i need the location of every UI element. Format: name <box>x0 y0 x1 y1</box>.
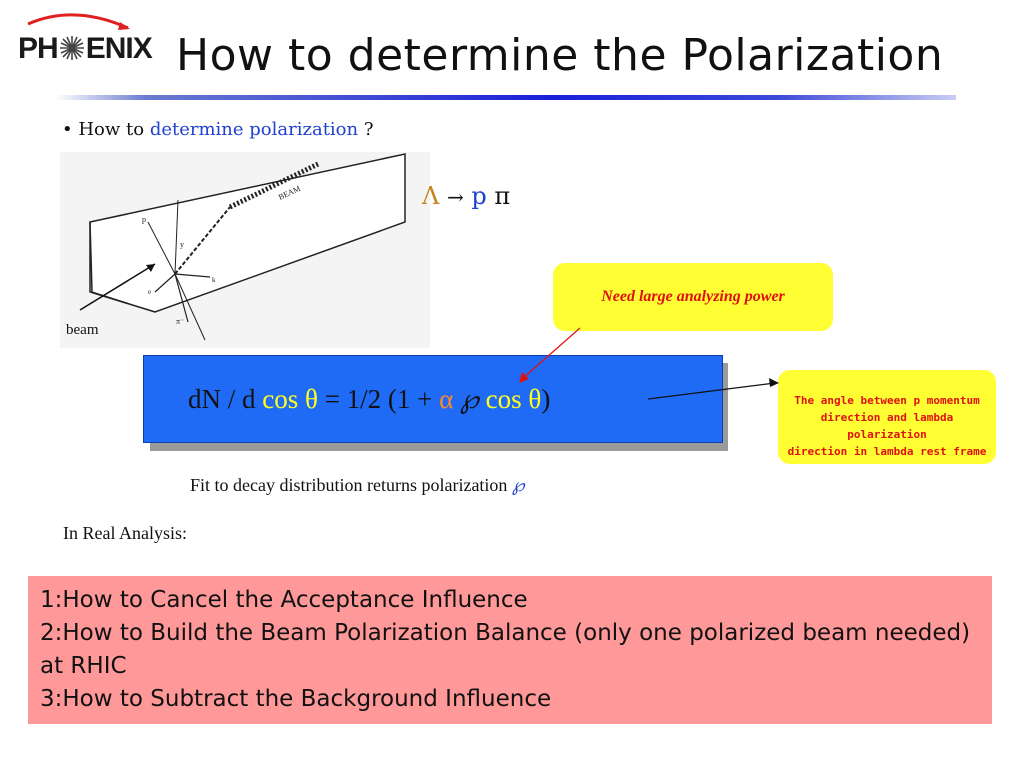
analyzing-power-text: Need large analyzing power <box>601 288 785 305</box>
lambda-symbol: Λ <box>422 182 440 210</box>
list-item: 1:How to Cancel the Acceptance Influence <box>40 587 528 613</box>
formula-part2: = 1/2 (1 + <box>324 384 433 414</box>
logo-text-right: ENIX <box>85 32 153 65</box>
formula-cos-1: cos θ <box>262 384 318 414</box>
svg-text:π⁻: π⁻ <box>176 317 184 326</box>
analysis-issues-list: 1:How to Cancel the Acceptance Influence… <box>28 584 992 716</box>
svg-text:e: e <box>148 288 151 296</box>
list-item: 2:How to Build the Beam Polarization Bal… <box>40 620 971 679</box>
title-divider <box>56 95 956 100</box>
analyzing-power-callout: Need large analyzing power <box>553 263 833 331</box>
decay-diagram: BEAM p y k e π⁻ beam <box>60 152 430 348</box>
formula-polarization-symbol: ℘ <box>460 384 479 414</box>
angle-definition-text: The angle between p momentum direction a… <box>782 392 992 460</box>
fit-polarization-symbol: ℘ <box>511 475 525 495</box>
real-analysis-label: In Real Analysis: <box>63 523 187 543</box>
fit-description: Fit to decay distribution returns polari… <box>190 475 525 496</box>
pion-symbol: π <box>494 182 511 210</box>
decay-formula: Λ → p π <box>422 182 510 210</box>
formula-alpha: α <box>439 384 454 414</box>
page-title: How to determine the Polarization <box>176 30 944 81</box>
logo-text: PH ENIX <box>18 32 153 66</box>
starburst-icon <box>59 36 84 60</box>
svg-text:p: p <box>142 215 146 224</box>
decay-arrow: → <box>446 185 464 209</box>
angle-definition-callout: The angle between p momentum direction a… <box>778 370 996 464</box>
svg-text:k: k <box>212 276 216 284</box>
fit-text: Fit to decay distribution returns polari… <box>190 475 508 495</box>
bullet-suffix: ? <box>363 119 374 140</box>
formula-text: dN / d cos θ = 1/2 (1 + α ℘ cos θ) <box>188 384 550 415</box>
angle-line: direction in lambda rest frame <box>787 445 987 458</box>
angle-line: The angle between p momentum <box>794 394 980 407</box>
logo-text-left: PH <box>18 32 59 65</box>
svg-text:y: y <box>180 240 184 249</box>
lambda-track <box>174 206 231 275</box>
bullet-highlight: determine polarization <box>149 119 359 140</box>
analysis-issues-box: 1:How to Cancel the Acceptance Influence… <box>28 576 992 724</box>
decay-plane <box>89 153 406 313</box>
bullet-prefix: • How to <box>62 119 145 140</box>
formula-box: dN / d cos θ = 1/2 (1 + α ℘ cos θ) <box>143 355 723 443</box>
phenix-logo: PH ENIX <box>18 10 153 82</box>
logo-swoosh-icon <box>27 13 130 30</box>
angle-line: direction and lambda polarization <box>820 411 954 441</box>
formula-part1: dN / d <box>188 384 256 414</box>
beam-label: beam <box>66 322 99 338</box>
formula-close: ) <box>541 384 551 414</box>
list-item: 3:How to Subtract the Background Influen… <box>40 686 552 712</box>
formula-cos-2: cos θ <box>485 384 542 414</box>
proton-symbol: p <box>471 182 487 210</box>
beam-track <box>228 161 320 210</box>
bullet-how-to: • How to determine polarization ? <box>62 119 374 140</box>
